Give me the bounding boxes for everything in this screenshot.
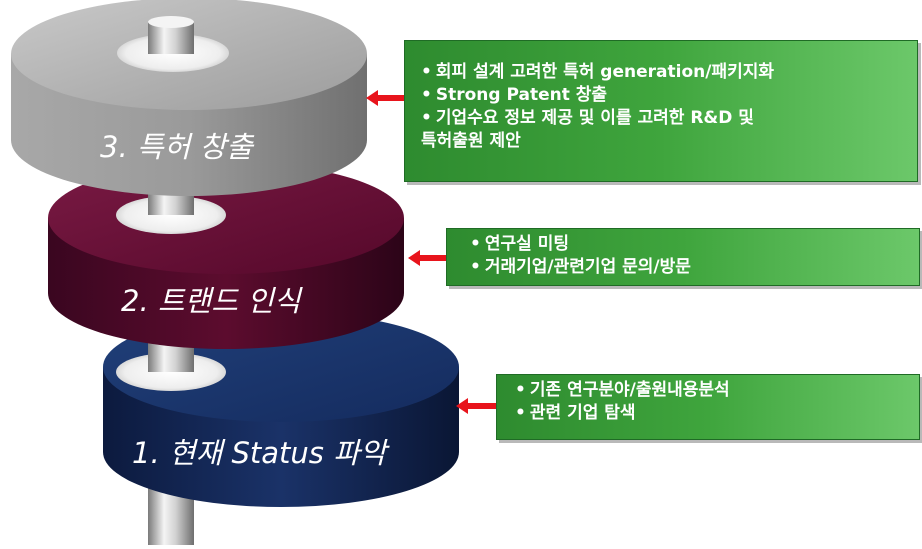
callout-item: •관련 기업 탐색 xyxy=(515,403,636,423)
disc-label-1: 1. 현재 Status 파악 xyxy=(132,436,387,470)
arrow-left-icon xyxy=(366,90,406,106)
disc-label-3: 3. 특허 창출 xyxy=(100,130,253,164)
callout-item: •기업수요 정보 제공 및 이를 고려한 R&D 및 xyxy=(421,108,754,128)
disc-layer-3 xyxy=(11,0,367,196)
arrow-left-icon xyxy=(456,398,496,414)
callout-item: •기존 연구분야/출원내용분석 xyxy=(515,380,730,400)
callout-layer-3: •회피 설계 고려한 특허 generation/패키지화 •Strong Pa… xyxy=(404,40,918,182)
callout-item: •거래기업/관련기업 문의/방문 xyxy=(470,257,691,277)
callout-layer-1: •기존 연구분야/출원내용분석 •관련 기업 탐색 xyxy=(496,374,920,440)
callout-item: •연구실 미팅 xyxy=(470,234,569,254)
callout-layer-2: •연구실 미팅 •거래기업/관련기업 문의/방문 xyxy=(446,228,920,286)
callout-item: •회피 설계 고려한 특허 generation/패키지화 xyxy=(421,62,774,82)
arrow-left-icon xyxy=(408,250,448,266)
callout-item-continued: 특허출원 제안 xyxy=(421,131,521,151)
disc-label-2: 2. 트랜드 인식 xyxy=(121,284,301,318)
callout-item: •Strong Patent 창출 xyxy=(421,85,608,105)
